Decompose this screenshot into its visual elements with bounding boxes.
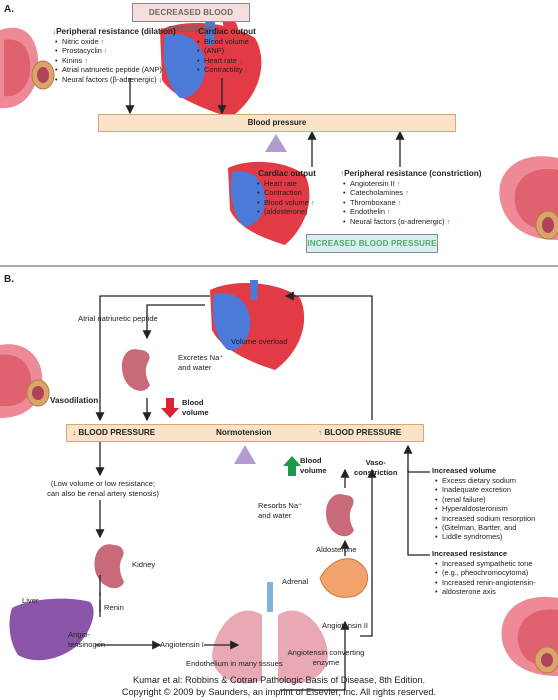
cardiac-output-decrease-block: ↓Cardiac output Blood volume ↓(ANP) ↑Hea…: [194, 26, 290, 75]
cardiac-decrease-factor: (ANP) ↑: [197, 46, 290, 56]
endothelium-label: Endothelium in many tissues: [186, 659, 283, 668]
resorbs-label: Resorbs Na⁺and water: [258, 501, 303, 520]
blood-volume-down-arrow: [161, 398, 179, 418]
angiotensin-ii-label: Angiotensin II: [322, 621, 369, 630]
bp-bar-b: [66, 424, 424, 442]
kidney-illustration-b-center: [94, 544, 124, 589]
cardiac-decrease-factor: Heart rate ↓: [197, 56, 290, 66]
cardiac-output-increase-block: ↑Cardiac output Heart rate ↑Contraction …: [254, 168, 344, 217]
adrenal-label: Adrenal: [282, 577, 309, 586]
increased-volume-list: Excess dietary sodiumInadequate excretio…: [432, 476, 558, 542]
angiotensin-i-label: Angiotensin I: [160, 640, 204, 649]
decreased-bp-header: DECREASED BLOOD PRESSURE: [132, 3, 250, 34]
increased-volume-item: (Gitelman, Bartter, and: [435, 523, 558, 533]
cardiac-increase-factor: Contraction ↑: [257, 188, 344, 198]
cardiac-decrease-title: Cardiac output: [198, 27, 256, 36]
aldosterone-label: Aldosterone: [316, 545, 357, 554]
increased-resistance-item: (e.g., pheochromocytoma): [435, 568, 558, 578]
cardiac-decrease-list: Blood volume ↓(ANP) ↑Heart rate ↓Contrac…: [194, 37, 290, 75]
kidney-illustration-b-right: [325, 494, 354, 537]
cardiac-decrease-factor: Blood volume ↓: [197, 37, 290, 47]
cardiac-increase-factor: Blood volume ↑: [257, 198, 344, 208]
increased-bp-header: INCREASED BLOOD PRESSURE: [306, 234, 438, 253]
blood-pressure-bar: Blood pressure: [98, 114, 456, 132]
liver-illustration: [9, 598, 94, 661]
dilation-factor: Neural factors (β-adrenergic) ↓: [55, 75, 202, 85]
vessel-illustration-a-right: [499, 156, 558, 240]
increased-volume-item: Hyperaldosteronism: [435, 504, 558, 514]
vasodilation-label: Vasodilation: [50, 396, 99, 405]
dilation-factor: Atrial natriuretic peptide (ANP) ↑: [55, 65, 202, 75]
bp-low-label: ↓ BLOOD PRESSURE: [72, 428, 156, 437]
increased-resistance-title: Increased resistance: [432, 549, 508, 558]
constriction-factor: Neural factors (α-adrenergic) ↑: [343, 217, 500, 227]
increased-volume-item: Inadequate excretion: [435, 485, 558, 495]
vessel-illustration-b-left: [0, 344, 50, 418]
panel-a-label: A.: [4, 4, 14, 15]
credit-text: Kumar et al: Robbins & Cotran Pathologic…: [121, 675, 437, 697]
peripheral-constriction-list: Angiotensin II ↑Catecholamines ↑Thrombox…: [340, 179, 500, 226]
kidney-illustration-b-top: [121, 349, 150, 391]
increased-volume-title: Increased volume: [432, 466, 497, 475]
constriction-factor: Angiotensin II ↑: [343, 179, 500, 189]
constriction-factor: Thromboxane ↑: [343, 198, 500, 208]
blood-volume-up-arrow: [283, 456, 301, 476]
increased-resistance-item: Increased sympathetic tone: [435, 559, 558, 569]
panel-b-label: B.: [4, 274, 14, 285]
increased-resistance-item: Increased renin-angiotensin-: [435, 578, 558, 588]
vasoconstriction-label: Vaso-constriction: [354, 458, 398, 477]
peripheral-constriction-title: Peripheral resistance (constriction): [344, 169, 482, 178]
vessel-illustration-b-right: [501, 596, 558, 676]
cardiac-increase-factor: Heart rate ↑: [257, 179, 344, 189]
dilation-factor: Prostacyclin ↑: [55, 46, 202, 56]
increased-volume-item: Liddle syndromes): [435, 532, 558, 542]
balance-triangle-a: [265, 134, 287, 152]
renin-label: Renin: [104, 603, 124, 612]
increased-volume-item: (renal failure): [435, 495, 558, 505]
bp-high-label: ↑ BLOOD PRESSURE: [318, 428, 402, 437]
balance-triangle-b: [234, 445, 256, 464]
vessel-illustration-a-left: [0, 27, 55, 109]
low-volume-note: (Low volume or low resistance;can also b…: [47, 479, 159, 498]
angiotensinogen-label: Angio-tensinogen: [68, 630, 106, 649]
dilation-factor: Nitric oxide ↑: [55, 37, 202, 47]
increased-resistance-item: aldosterone axis: [435, 587, 558, 597]
peripheral-dilation-title: Peripheral resistance (dilation): [56, 27, 176, 36]
kidney-label: Kidney: [132, 560, 156, 569]
cardiac-decrease-factor: Contractility ↓: [197, 65, 290, 75]
increased-volume-block: Increased volume Excess dietary sodiumIn…: [432, 466, 558, 542]
atrial-natriuretic-peptide-label: Atrial natriuretic peptide: [78, 314, 158, 323]
increased-resistance-list: Increased sympathetic tone(e.g., pheochr…: [432, 559, 558, 597]
constriction-factor: Endothelin ↑: [343, 207, 500, 217]
dilation-factor: Kinins ↑: [55, 56, 202, 66]
increased-resistance-block: Increased resistance Increased sympathet…: [432, 549, 558, 597]
peripheral-constriction-block: ↑Peripheral resistance (constriction) An…: [340, 168, 500, 226]
excretes-label: Excretes Na⁺and water: [178, 353, 224, 372]
heart-illustration-b: [210, 280, 305, 370]
constriction-factor: Catecholamines ↑: [343, 188, 500, 198]
peripheral-dilation-list: Nitric oxide ↑Prostacyclin ↑Kinins ↑Atri…: [52, 37, 202, 84]
volume-overload-label: Volume overload: [231, 337, 288, 346]
liver-label: Liver: [22, 596, 39, 605]
peripheral-dilation-block: ↓Peripheral resistance (dilation) Nitric…: [52, 26, 202, 84]
cardiac-increase-factor: (aldosterone): [257, 207, 344, 217]
normotension-label: Normotension: [216, 428, 272, 437]
cardiac-increase-title: Cardiac output: [258, 169, 316, 178]
increased-volume-item: Increased sodium resorption: [435, 514, 558, 524]
adrenal-illustration: [319, 558, 369, 598]
increased-volume-item: Excess dietary sodium: [435, 476, 558, 486]
cardiac-increase-list: Heart rate ↑Contraction ↑Blood volume ↑(…: [254, 179, 344, 217]
